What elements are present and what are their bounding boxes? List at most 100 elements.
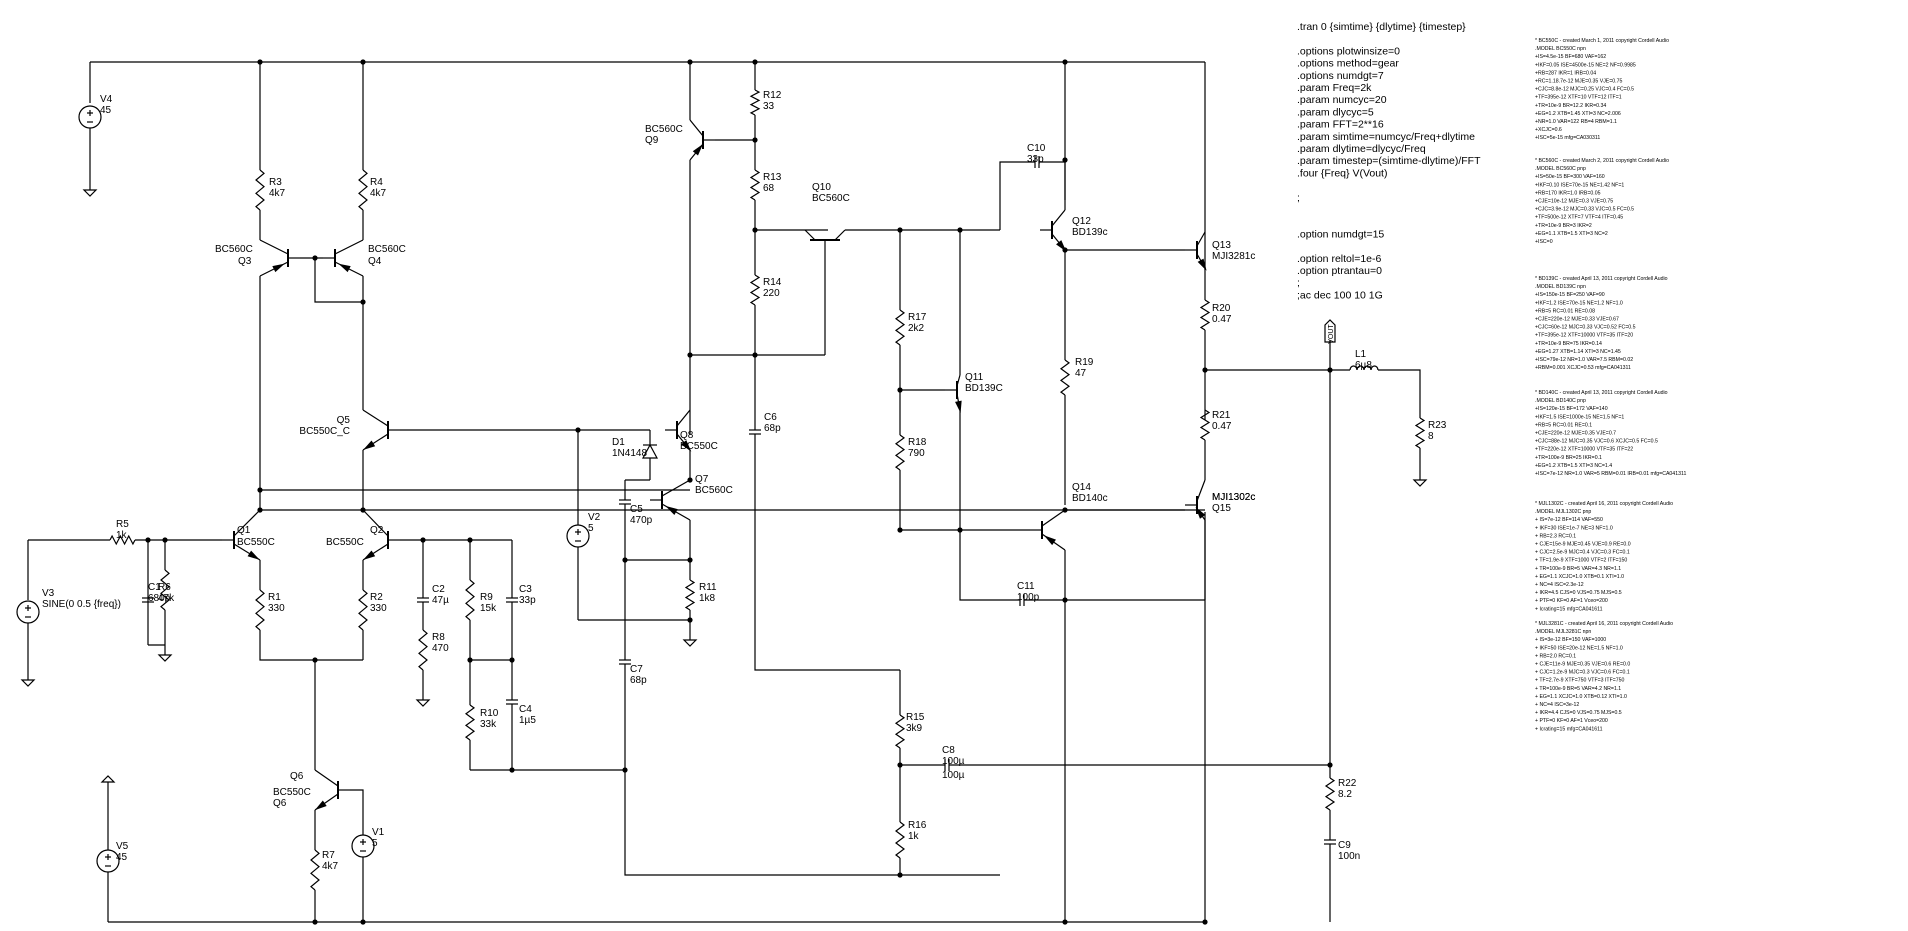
text-components-2-value: 4k7	[370, 188, 387, 199]
component-r15[interactable]	[894, 714, 906, 749]
directive-line: .param dlycyc=5	[1297, 106, 1374, 118]
model-line: +TR=10e-9 BR=12.2 IKR=0.34	[1535, 103, 1606, 109]
directive-line: .param FFT=2**16	[1297, 119, 1384, 131]
component-q8[interactable]	[665, 409, 692, 452]
text-components-41-ref: R18	[908, 437, 927, 448]
component-c1[interactable]	[142, 597, 154, 603]
component-r8[interactable]	[418, 629, 428, 671]
component-r18[interactable]	[894, 434, 906, 471]
component-q3[interactable]	[259, 239, 300, 277]
text-components-25-value: 330	[268, 603, 285, 614]
text-components-12-value: BC550C	[680, 441, 718, 452]
component-v1[interactable]	[351, 834, 375, 858]
component-v4[interactable]	[78, 105, 102, 129]
component-r16[interactable]	[895, 821, 905, 859]
net-label-vout	[1324, 319, 1336, 343]
model-line: +ISC=5e-15 mfg=CA030311	[1535, 135, 1600, 141]
component-l1[interactable]	[1349, 365, 1379, 371]
component-c4[interactable]	[506, 699, 518, 705]
component-q2[interactable]	[362, 509, 400, 561]
directive-line: ;ac dec 100 10 1G	[1297, 289, 1383, 301]
component-r22[interactable]	[1324, 777, 1336, 811]
text-components-7-value: 33	[763, 101, 775, 112]
component-c7[interactable]	[619, 659, 631, 665]
model-line: .MODEL MJL1302C pnp	[1535, 509, 1591, 515]
text-components-12-ref: Q8	[680, 430, 694, 441]
component-r13[interactable]	[749, 169, 761, 201]
component-v5[interactable]	[96, 849, 120, 873]
component-q10[interactable]	[804, 229, 846, 355]
text-components-34-ref: V1	[372, 827, 385, 838]
component-q6[interactable]	[314, 769, 350, 811]
component-q5[interactable]	[362, 409, 400, 451]
text-components-29-value: 15k	[480, 603, 497, 614]
text-components-17-ref: R11	[699, 582, 717, 593]
component-r14[interactable]	[749, 274, 761, 306]
text-components-46-ref: Q14	[1072, 482, 1091, 493]
text-components-3-ref: Q3	[238, 256, 252, 267]
directive-line: .option reltol=1e-6	[1297, 253, 1382, 265]
component-c6[interactable]	[749, 429, 761, 435]
text-components-47-ref: Q15	[1212, 503, 1231, 514]
component-d1[interactable]	[641, 443, 659, 459]
component-q11[interactable]	[945, 374, 962, 414]
component-r5[interactable]	[109, 534, 136, 546]
component-r19[interactable]	[1059, 359, 1071, 396]
component-r12[interactable]	[749, 89, 761, 116]
component-q12[interactable]	[1040, 209, 1067, 252]
component-c3[interactable]	[506, 597, 518, 603]
spice-directives: .tran 0 {simtime} {dlytime} {timestep}.o…	[1297, 21, 1481, 301]
component-r20[interactable]	[1199, 299, 1211, 331]
component-c5[interactable]	[619, 499, 631, 505]
component-r23[interactable]	[1414, 417, 1426, 449]
component-v2[interactable]	[566, 524, 590, 548]
text-components-38-ref: Q12	[1072, 216, 1091, 227]
directive-line: .option numdgt=15	[1297, 228, 1384, 240]
wire	[350, 789, 364, 835]
component-c9[interactable]	[1324, 839, 1336, 845]
text-components-32-value: 1µ5	[519, 715, 536, 726]
component-q7[interactable]	[650, 479, 691, 521]
text-components-16-value: 470p	[630, 515, 653, 526]
text-components-31-value: 33k	[480, 719, 497, 730]
text-components-35-value: 4k7	[322, 861, 339, 872]
text-components-35-ref: R7	[322, 850, 335, 861]
model-line: + TR=100e-9 BR=5 VAR=4.3 NR=1.1	[1535, 566, 1621, 572]
component-c8[interactable]	[944, 759, 950, 771]
text-components-33-value: BC550C	[273, 787, 311, 798]
text-components-31-ref: R10	[480, 708, 499, 719]
component-c2[interactable]	[417, 597, 429, 603]
component-r6[interactable]	[160, 569, 170, 611]
text-components-36-value: 45	[116, 852, 128, 863]
model-line: +IKF=0.05 ISE=4500e-15 NE=2 NF=0.9985	[1535, 62, 1636, 68]
model-line: + IS=7e-12 BF=114 VAF=550	[1535, 517, 1603, 523]
model-line: +CJC=8.8e-12 MJC=0.25 VJC=0.4 FC=0.5	[1535, 87, 1634, 93]
model-line: +CJC=88e-12 MJC=0.35 VJC=0.6 XCJC=0.5 FC…	[1535, 439, 1658, 445]
component-q14[interactable]	[1030, 509, 1066, 551]
junction-dot	[1202, 367, 1208, 373]
model-line: +NR=1.0 VAR=122 RB=4 RBM=1.1	[1535, 119, 1617, 125]
component-r7[interactable]	[310, 849, 320, 891]
component-q13[interactable]	[1185, 231, 1207, 271]
component-r17[interactable]	[894, 309, 906, 346]
component-q15[interactable]	[1185, 479, 1206, 521]
component-r11[interactable]	[684, 579, 696, 611]
model-line: +RBM=0.001 XCJC=0.53 mfg=CA041311	[1535, 365, 1631, 371]
component-r1[interactable]	[255, 589, 265, 631]
text-components-50-value: 100µ	[942, 756, 965, 767]
component-r2[interactable]	[358, 589, 368, 631]
component-r9[interactable]	[465, 579, 475, 621]
component-r4[interactable]	[358, 169, 368, 211]
component-q1[interactable]	[222, 509, 261, 561]
component-r21[interactable]	[1199, 409, 1211, 441]
junction-dot	[752, 137, 758, 143]
component-q9[interactable]	[689, 119, 715, 161]
component-r10[interactable]	[464, 704, 476, 741]
component-v3[interactable]	[16, 600, 40, 624]
component-c10[interactable]	[1034, 156, 1040, 168]
component-q4[interactable]	[323, 239, 364, 277]
text-components-6-value: BC560C	[645, 124, 683, 135]
component-r3[interactable]	[255, 169, 265, 211]
component-c11[interactable]	[1019, 594, 1025, 606]
